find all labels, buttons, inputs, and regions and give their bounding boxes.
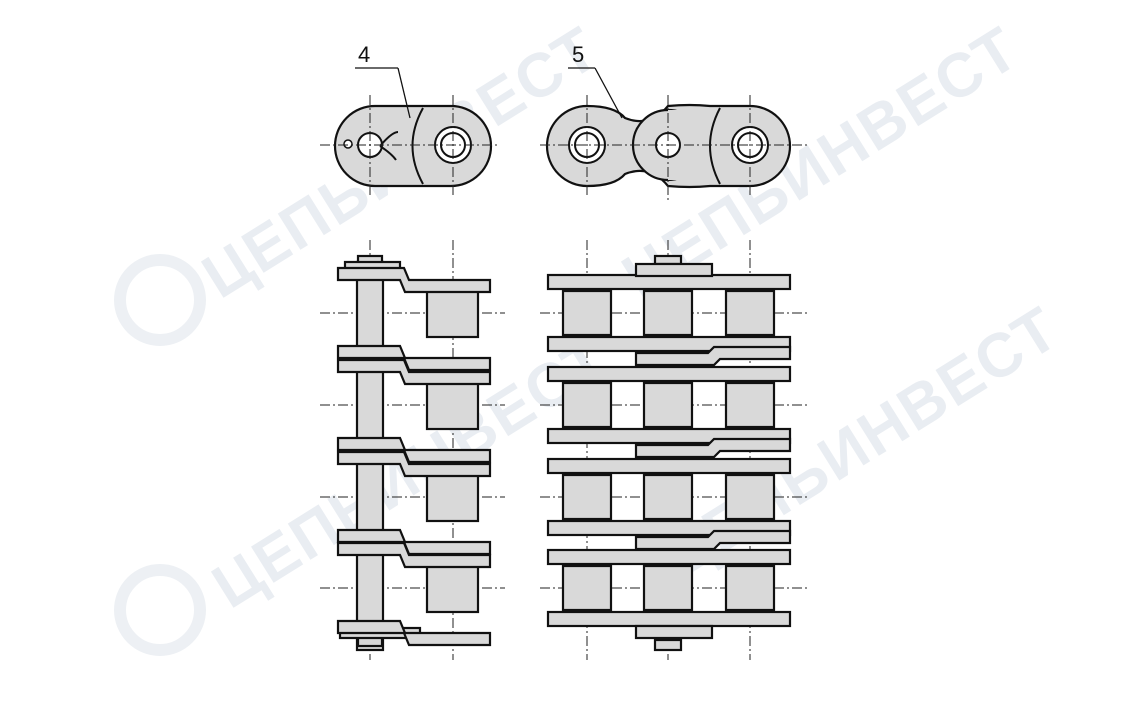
roller bbox=[724, 381, 776, 429]
link-plate-lower bbox=[336, 344, 492, 372]
watermark-logo-icon bbox=[114, 564, 206, 656]
link-plate bbox=[546, 548, 792, 566]
roller bbox=[561, 473, 613, 521]
callout-label: 5 bbox=[572, 42, 584, 67]
watermark-logo-icon bbox=[114, 254, 206, 346]
link-plate-lower bbox=[336, 619, 492, 647]
roller bbox=[561, 564, 613, 612]
link-plate bbox=[546, 610, 792, 628]
cranked-link-top-view bbox=[545, 103, 792, 189]
link-plate bbox=[634, 624, 714, 640]
plate-edge bbox=[709, 107, 721, 185]
cranked-plate bbox=[634, 529, 792, 551]
roller bbox=[642, 473, 694, 521]
connecting-link-top-view bbox=[333, 104, 493, 188]
link-plate-upper bbox=[336, 266, 492, 294]
roller bbox=[561, 289, 613, 337]
roller bbox=[425, 289, 480, 339]
cotter-pin bbox=[653, 638, 683, 652]
cranked-plate bbox=[634, 345, 792, 367]
link-plate-upper bbox=[336, 358, 492, 386]
plate-edge bbox=[411, 107, 424, 185]
callout-5: 5 bbox=[568, 42, 623, 119]
side-view-triple-chain bbox=[546, 254, 792, 652]
roller bbox=[724, 564, 776, 612]
link-plate bbox=[546, 457, 792, 475]
cotter-pin-legs bbox=[379, 131, 399, 161]
link-plate bbox=[634, 262, 714, 278]
cotter-pin-icon bbox=[343, 139, 353, 149]
link-plate-upper bbox=[336, 450, 492, 478]
side-view-connecting-link bbox=[336, 254, 492, 652]
leader-line bbox=[594, 67, 623, 119]
roller bbox=[425, 564, 480, 614]
roller bbox=[425, 381, 480, 431]
link-plate-upper bbox=[336, 541, 492, 569]
leader-line bbox=[397, 67, 411, 119]
pin-head bbox=[653, 254, 683, 266]
link-plate-lower bbox=[336, 436, 492, 464]
roller bbox=[561, 381, 613, 429]
roller bbox=[642, 564, 694, 612]
link-plate bbox=[546, 365, 792, 383]
link-plate bbox=[546, 273, 792, 291]
callout-label: 4 bbox=[358, 42, 370, 67]
roller bbox=[425, 473, 480, 523]
roller bbox=[642, 289, 694, 337]
cranked-plate bbox=[634, 437, 792, 459]
roller bbox=[724, 289, 776, 337]
roller bbox=[724, 473, 776, 521]
callout-4: 4 bbox=[355, 42, 411, 119]
roller bbox=[642, 381, 694, 429]
